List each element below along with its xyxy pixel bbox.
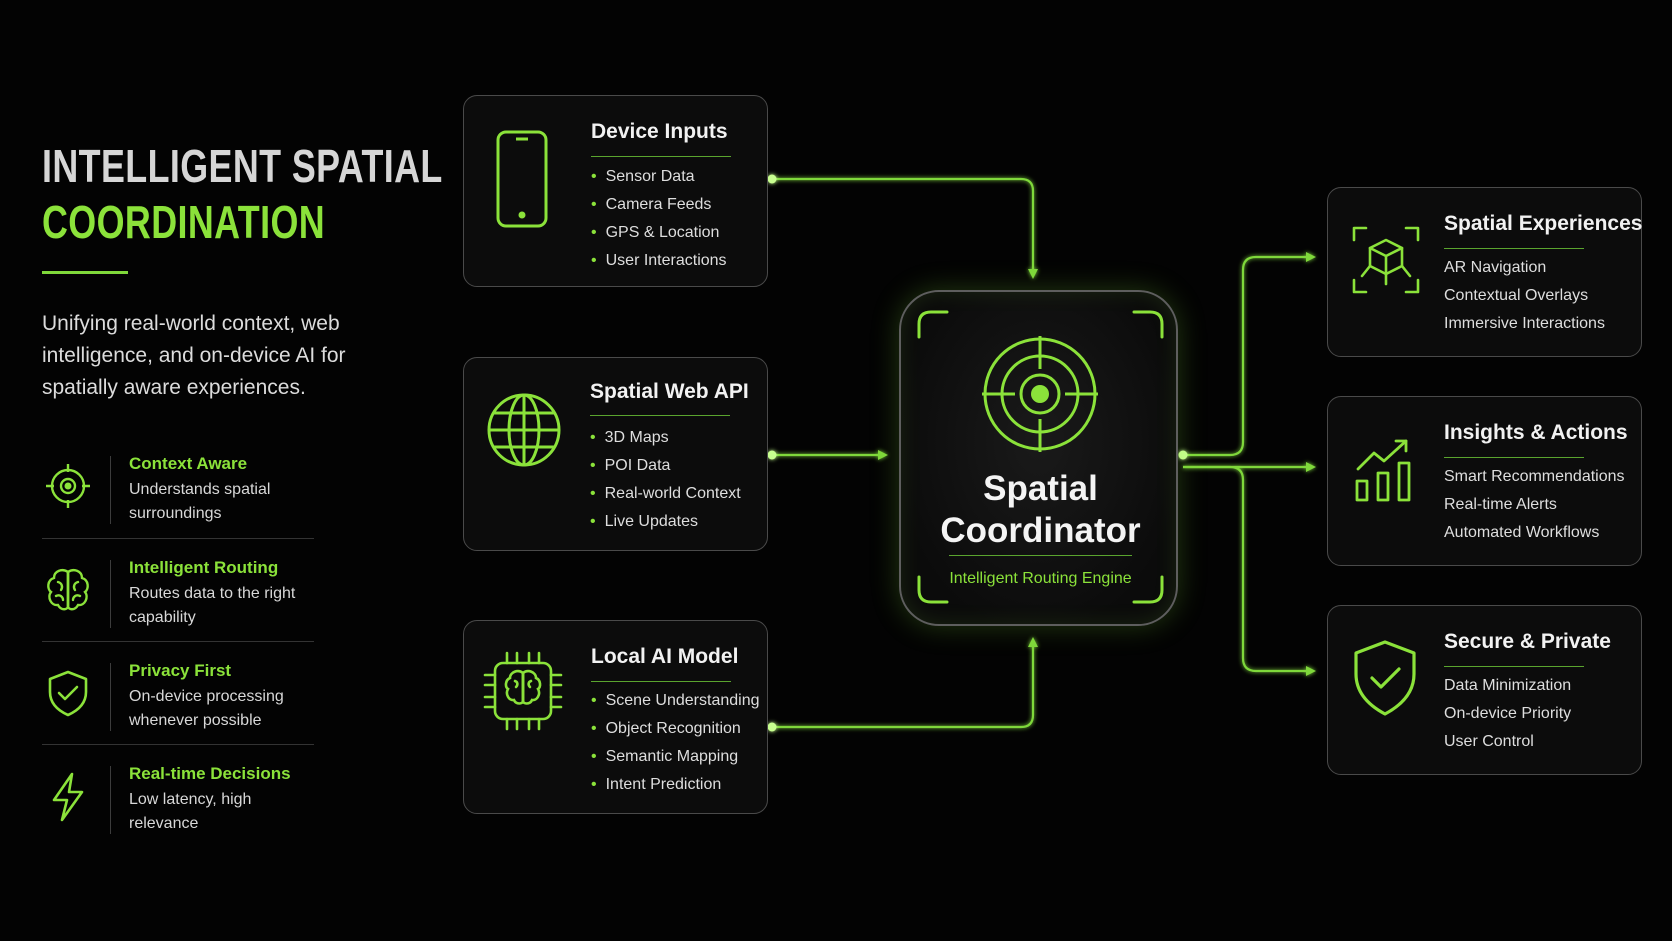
shield-check-icon [48,670,88,717]
smartphone-icon [496,130,548,228]
growth-chart-icon [1355,439,1411,502]
feature-divider [110,560,111,628]
feature-name: Privacy First [129,661,232,680]
list-item: Object Recognition [591,715,760,743]
feature-divider [110,456,111,524]
card-title-rule [590,415,730,416]
lightning-bolt-icon [52,772,84,822]
list-item: 3D Maps [590,424,741,452]
card-title-rule [1444,457,1584,458]
card-title: Device Inputs [591,120,728,143]
connector-dot [767,174,777,184]
title-underline [42,271,128,274]
connector-dot [767,722,777,732]
feature-separator [42,641,314,642]
list-item: Immersive Interactions [1444,315,1605,332]
hub-title-rule [949,555,1132,556]
feature-privacy-first: Privacy First On-device processing whene… [42,659,314,763]
ai-chip-brain-icon [483,651,563,731]
hub-title-line-2: Coordinator [940,511,1141,550]
feature-separator [42,744,314,745]
feature-name: Context Aware [129,454,248,473]
list-item: Automated Workflows [1444,524,1600,541]
spatial-coordinator-hub: Spatial Coordinator Intelligent Routing … [899,290,1178,626]
card-spatial-web-api: Spatial Web API 3D Maps POI Data Real-wo… [463,357,768,551]
list-item: Sensor Data [591,163,727,191]
list-item: Data Minimization [1444,677,1572,694]
card-secure-private: Secure & Private Data Minimization On-de… [1327,605,1642,775]
feature-divider [110,663,111,731]
shield-check-icon [1354,640,1416,716]
globe-icon [487,393,561,467]
crosshair-target-icon [46,464,90,508]
card-list: Smart Recommendations Real-time Alerts A… [1444,463,1625,547]
brain-icon [47,569,89,611]
radar-target-icon [982,336,1098,452]
card-title: Secure & Private [1444,630,1611,653]
list-item: Live Updates [590,508,741,536]
hub-corner-brackets [917,310,1164,604]
list-item: User Interactions [591,247,727,275]
feature-description: Low latency, high relevance [129,791,252,832]
list-item: Intent Prediction [591,771,760,799]
card-title: Local AI Model [591,645,739,668]
card-list: AR Navigation Contextual Overlays Immers… [1444,254,1605,338]
list-item: Semantic Mapping [591,743,760,771]
card-list: Scene Understanding Object Recognition S… [591,687,760,799]
list-item: Scene Understanding [591,687,760,715]
ar-cube-scan-icon [1352,226,1420,294]
feature-description: Understands spatial surroundings [129,481,271,522]
arrow-localai-to-hub [772,637,1038,729]
card-title-rule [591,681,731,682]
card-title-rule [1444,248,1584,249]
list-item: Real-world Context [590,480,741,508]
feature-intelligent-routing: Intelligent Routing Routes data to the r… [42,556,314,660]
list-item: On-device Priority [1444,705,1572,722]
arrow-device-to-hub [772,177,1038,279]
card-title: Spatial Web API [590,380,749,403]
list-item: GPS & Location [591,219,727,247]
list-item: Smart Recommendations [1444,468,1625,485]
feature-context-aware: Context Aware Understands spatial surrou… [42,452,314,556]
list-item: POI Data [590,452,741,480]
feature-name: Intelligent Routing [129,558,279,577]
card-title-rule [1444,666,1584,667]
list-item: Real-time Alerts [1444,496,1557,513]
list-item: AR Navigation [1444,259,1547,276]
card-spatial-experiences: Spatial Experiences AR Navigation Contex… [1327,187,1642,357]
feature-description: On-device processing whenever possible [129,688,284,729]
feature-divider [110,766,111,834]
list-item: Contextual Overlays [1444,287,1589,304]
connector-dot [1178,450,1188,460]
list-item: Camera Feeds [591,191,727,219]
hub-subtitle: Intelligent Routing Engine [949,570,1132,587]
feature-description: Routes data to the right capability [129,585,296,626]
card-list: Data Minimization On-device Priority Use… [1444,672,1571,756]
feature-separator [42,538,314,539]
title-line-1: INTELLIGENT SPATIAL [42,140,443,192]
card-insights-actions: Insights & Actions Smart Recommendations… [1327,396,1642,566]
title-line-2: COORDINATION [42,196,326,248]
card-device-inputs: Device Inputs Sensor Data Camera Feeds G… [463,95,768,287]
card-list: 3D Maps POI Data Real-world Context Live… [590,424,741,536]
card-title-rule [591,156,731,157]
connector-dot [767,450,777,460]
card-title: Insights & Actions [1444,421,1628,444]
feature-realtime-decisions: Real-time Decisions Low latency, high re… [42,762,314,866]
card-title: Spatial Experiences [1444,212,1643,235]
card-list: Sensor Data Camera Feeds GPS & Location … [591,163,727,275]
page-subtitle: Unifying real-world context, web intelli… [42,312,346,399]
feature-name: Real-time Decisions [129,764,291,783]
arrow-hub-to-experiences [1183,252,1316,457]
arrow-hub-to-secure [1183,465,1316,676]
page-title: INTELLIGENT SPATIAL COORDINATION [42,138,443,250]
card-local-ai-model: Local AI Model Scene Understanding Objec… [463,620,768,814]
hub-title-line-1: Spatial [983,469,1098,508]
list-item: User Control [1444,733,1534,750]
